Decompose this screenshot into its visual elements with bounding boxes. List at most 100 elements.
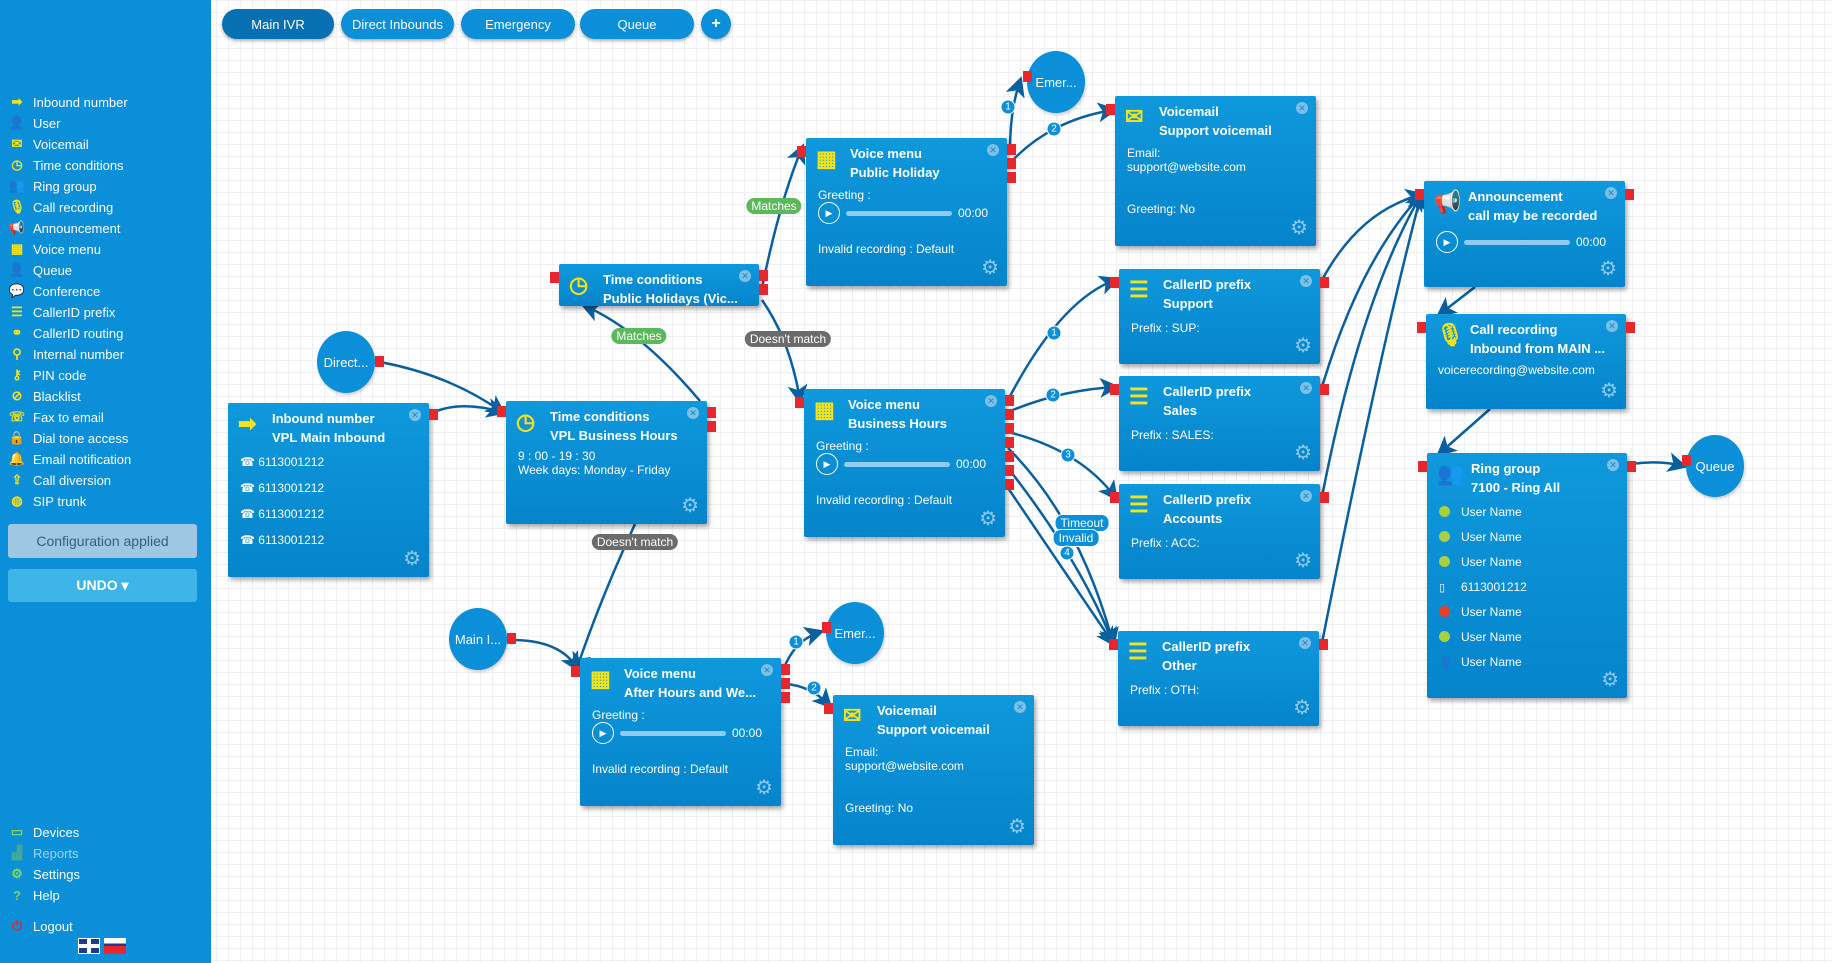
play-button[interactable]: ▶: [1436, 231, 1458, 253]
circle-queue[interactable]: Queue: [1686, 435, 1744, 497]
sidebar-item-fax-to-email[interactable]: ☏Fax to email: [8, 407, 104, 427]
sidebar-item-help[interactable]: ?Help: [8, 885, 60, 905]
gear-icon[interactable]: ⚙: [1008, 816, 1026, 838]
circle-direct[interactable]: Direct...: [317, 331, 375, 393]
connection-port[interactable]: [1320, 277, 1329, 288]
connection-port[interactable]: [1320, 492, 1329, 503]
connection-port[interactable]: [1005, 409, 1014, 420]
connection-port[interactable]: [822, 622, 831, 633]
sidebar-item-internal-number[interactable]: ⚲Internal number: [8, 344, 124, 364]
sidebar-item-sip-trunk[interactable]: ◍SIP trunk: [8, 491, 86, 511]
sidebar-item-ring-group[interactable]: 👥Ring group: [8, 176, 97, 196]
circle-emer_bottom[interactable]: Emer...: [826, 602, 884, 664]
close-icon[interactable]: ✕: [1300, 275, 1312, 287]
connection-port[interactable]: [1415, 189, 1424, 200]
connection-port[interactable]: [1023, 71, 1032, 82]
config-status-button[interactable]: Configuration applied: [8, 524, 197, 558]
connection-port[interactable]: [1007, 172, 1016, 183]
connection-port[interactable]: [1682, 455, 1691, 466]
sidebar-item-inbound-number[interactable]: ➡Inbound number: [8, 92, 128, 112]
connection-port[interactable]: [1418, 461, 1427, 472]
connection-port[interactable]: [1005, 451, 1014, 462]
progress-bar[interactable]: [846, 210, 952, 216]
connection-port[interactable]: [781, 664, 790, 675]
gear-icon[interactable]: ⚙: [681, 495, 699, 517]
connection-port[interactable]: [759, 284, 768, 295]
tab-emergency[interactable]: Emergency: [461, 9, 575, 39]
play-button[interactable]: ▶: [818, 202, 840, 224]
progress-bar[interactable]: [1464, 239, 1570, 245]
connection-port[interactable]: [707, 421, 716, 432]
close-icon[interactable]: ✕: [761, 664, 773, 676]
sidebar-item-reports[interactable]: ▟Reports: [8, 843, 79, 863]
connection-port[interactable]: [1320, 384, 1329, 395]
connection-port[interactable]: [795, 397, 804, 408]
sidebar-item-call-diversion[interactable]: ⇪Call diversion: [8, 470, 112, 490]
gear-icon[interactable]: ⚙: [1294, 442, 1312, 464]
circle-main[interactable]: Main I...: [449, 608, 507, 670]
connection-port[interactable]: [1417, 322, 1426, 333]
sidebar-item-voicemail[interactable]: ✉Voicemail: [8, 134, 89, 154]
gear-icon[interactable]: ⚙: [979, 508, 997, 530]
sidebar-item-call-recording[interactable]: 🎙Call recording: [8, 197, 113, 217]
tab-direct-inbounds[interactable]: Direct Inbounds: [341, 9, 454, 39]
connection-port[interactable]: [1005, 423, 1014, 434]
connection-port[interactable]: [429, 409, 438, 420]
gear-icon[interactable]: ⚙: [403, 548, 421, 570]
connection-port[interactable]: [1005, 395, 1014, 406]
gear-icon[interactable]: ⚙: [1293, 697, 1311, 719]
sidebar-item-pin-code[interactable]: ⚷PIN code: [8, 365, 86, 385]
close-icon[interactable]: ✕: [1607, 459, 1619, 471]
sidebar-item-logout[interactable]: ⏻Logout: [8, 916, 73, 936]
connection-port[interactable]: [1110, 277, 1119, 288]
close-icon[interactable]: ✕: [985, 395, 997, 407]
close-icon[interactable]: ✕: [1299, 637, 1311, 649]
connection-port[interactable]: [1110, 492, 1119, 503]
sidebar-item-blacklist[interactable]: ⊘Blacklist: [8, 386, 81, 406]
sidebar-item-email-notification[interactable]: 🔔Email notification: [8, 449, 131, 469]
connection-port[interactable]: [1110, 384, 1119, 395]
tab-main-ivr[interactable]: Main IVR: [222, 9, 334, 39]
connection-port[interactable]: [1627, 461, 1636, 472]
close-icon[interactable]: ✕: [687, 407, 699, 419]
connection-port[interactable]: [1005, 465, 1014, 476]
flag-uk-icon[interactable]: [78, 938, 100, 954]
progress-bar[interactable]: [620, 730, 726, 736]
connection-port[interactable]: [571, 666, 580, 677]
connection-port[interactable]: [1007, 158, 1016, 169]
sidebar-item-time-conditions[interactable]: ◷Time conditions: [8, 155, 123, 175]
connection-port[interactable]: [375, 356, 384, 367]
sidebar-item-announcement[interactable]: 📢Announcement: [8, 218, 121, 238]
gear-icon[interactable]: ⚙: [1294, 550, 1312, 572]
sidebar-item-voice-menu[interactable]: ▦Voice menu: [8, 239, 101, 259]
close-icon[interactable]: ✕: [987, 144, 999, 156]
close-icon[interactable]: ✕: [1296, 102, 1308, 114]
connection-port[interactable]: [1007, 144, 1016, 155]
gear-icon[interactable]: ⚙: [1600, 380, 1618, 402]
close-icon[interactable]: ✕: [739, 270, 751, 282]
connection-port[interactable]: [497, 406, 506, 417]
connection-port[interactable]: [797, 146, 806, 157]
sidebar-item-user[interactable]: 👤User: [8, 113, 61, 133]
sidebar-item-settings[interactable]: ⚙Settings: [8, 864, 80, 884]
close-icon[interactable]: ✕: [1606, 320, 1618, 332]
sidebar-item-callerid-prefix[interactable]: ☰CallerID prefix: [8, 302, 115, 322]
circle-emer_top[interactable]: Emer...: [1027, 51, 1085, 113]
connection-port[interactable]: [781, 678, 790, 689]
undo-button[interactable]: UNDO ▾: [8, 569, 197, 602]
sidebar-item-callerid-routing[interactable]: ⚭CallerID routing: [8, 323, 124, 343]
connection-port[interactable]: [1626, 322, 1635, 333]
close-icon[interactable]: ✕: [1300, 382, 1312, 394]
connection-port[interactable]: [1005, 479, 1014, 490]
sidebar-item-dial-tone-access[interactable]: 🔒Dial tone access: [8, 428, 128, 448]
